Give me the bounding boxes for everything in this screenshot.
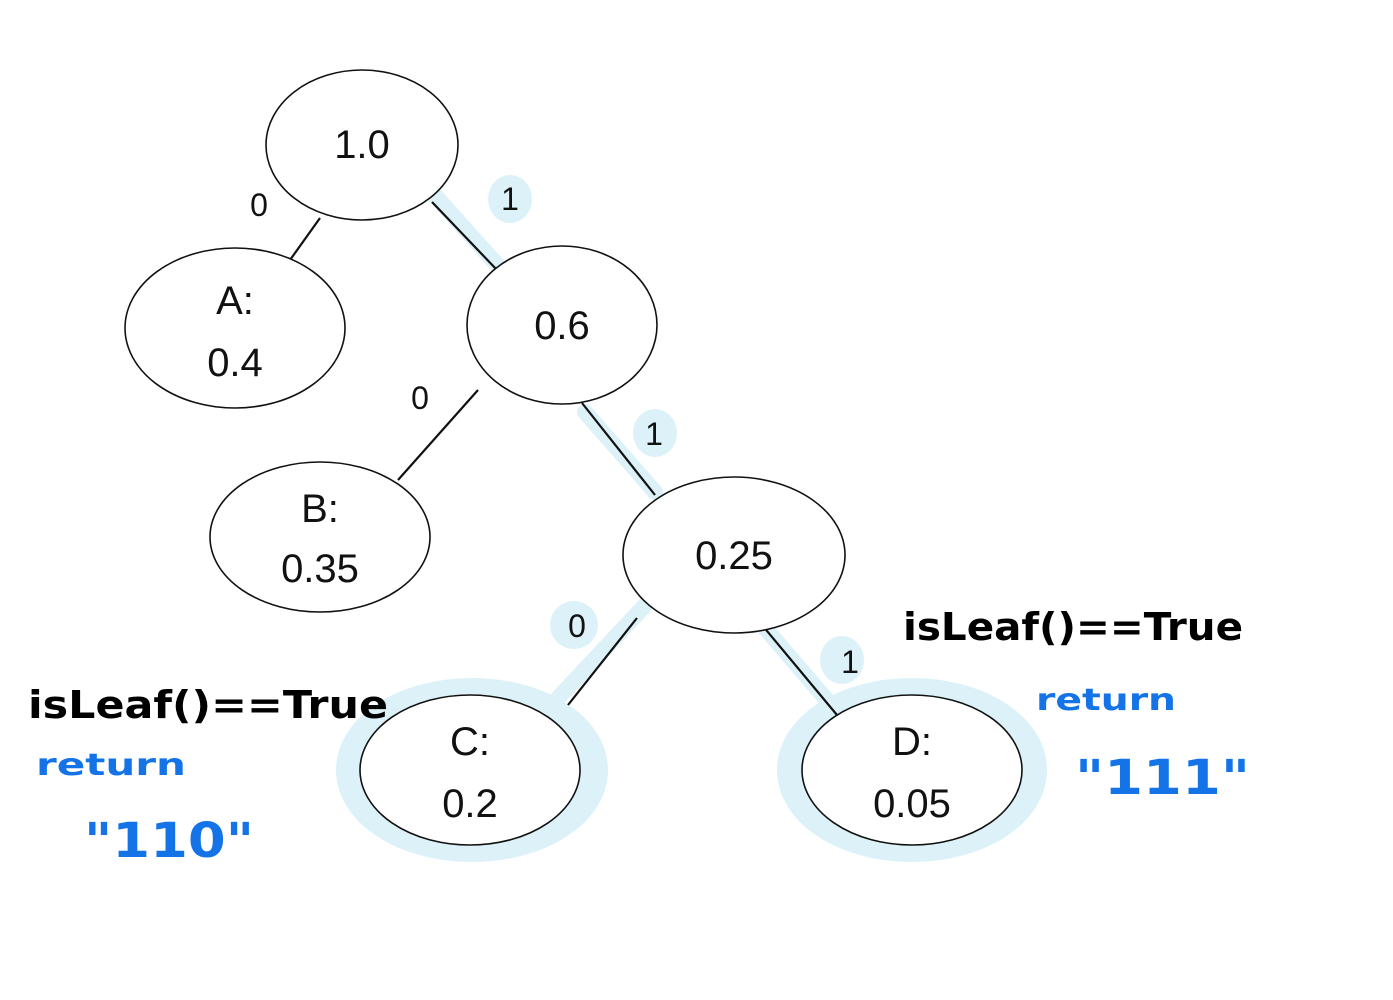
leaf-b: B: 0.35 — [209, 461, 431, 613]
annotation-left: isLeaf()==True return "110" — [28, 683, 388, 869]
leaf-a-value: 0.4 — [207, 341, 263, 385]
node-0-25-label: 0.25 — [695, 534, 773, 578]
node-0-25-ellipse — [622, 476, 846, 634]
edge-root-to-a — [289, 217, 321, 261]
leaf-b-ellipse — [209, 461, 431, 613]
leaf-d-ellipse — [801, 694, 1023, 846]
leaf-a-name: A: — [216, 279, 254, 323]
node-root: 1.0 — [265, 69, 459, 221]
highlight-label-1b — [633, 409, 677, 457]
annotation-left-code: "110" — [84, 813, 254, 869]
highlight-label-1d — [820, 636, 864, 684]
node-root-label: 1.0 — [334, 123, 390, 167]
leaf-a-ellipse — [124, 247, 346, 409]
edge-0-6-to-b — [397, 389, 479, 481]
edge-0-6-to-0-25 — [581, 402, 656, 496]
node-0-6: 0.6 — [466, 245, 658, 405]
node-0-6-label: 0.6 — [534, 304, 590, 348]
edge-label-0-25-to-d: 1 — [841, 644, 859, 680]
edge-label-0-25-to-c: 0 — [568, 608, 586, 644]
edge-0-25-to-c — [567, 617, 638, 706]
leaf-c-ellipse — [359, 694, 581, 846]
highlight-edge-root-right — [422, 182, 508, 276]
edge-label-0-6-to-0-25: 1 — [645, 416, 663, 452]
node-0-6-ellipse — [466, 245, 658, 405]
annotation-left-condition: isLeaf()==True — [28, 683, 388, 727]
edge-labels: 0 1 0 1 0 1 — [250, 181, 859, 680]
edge-root-to-0-6 — [431, 201, 498, 271]
leaf-c-value: 0.2 — [442, 782, 498, 826]
tree-edges — [289, 201, 838, 716]
highlight-label-1a — [488, 175, 532, 223]
edge-label-0-6-to-b: 0 — [411, 380, 429, 416]
leaf-c-name: C: — [450, 720, 490, 764]
annotation-right-return: return — [1036, 683, 1176, 718]
edge-label-root-to-a: 0 — [250, 187, 268, 223]
node-root-ellipse — [265, 69, 459, 221]
leaf-b-value: 0.35 — [281, 547, 359, 591]
leaf-b-name: B: — [301, 487, 339, 531]
leaf-a: A: 0.4 — [124, 247, 346, 409]
edge-0-25-to-d — [761, 624, 838, 716]
highlight-label-0c — [550, 601, 598, 649]
highlight-edge-025-left — [537, 592, 658, 720]
leaf-d: D: 0.05 — [801, 694, 1023, 846]
annotation-left-return: return — [36, 748, 186, 783]
edge-label-root-to-0-6: 1 — [501, 181, 519, 217]
leaf-c: C: 0.2 — [359, 694, 581, 846]
leaf-d-name: D: — [892, 720, 932, 764]
node-0-25: 0.25 — [622, 476, 846, 634]
annotation-right: isLeaf()==True return "111" — [903, 605, 1250, 806]
leaf-d-value: 0.05 — [873, 782, 951, 826]
annotation-right-condition: isLeaf()==True — [903, 605, 1243, 649]
annotation-right-code: "111" — [1075, 750, 1250, 806]
